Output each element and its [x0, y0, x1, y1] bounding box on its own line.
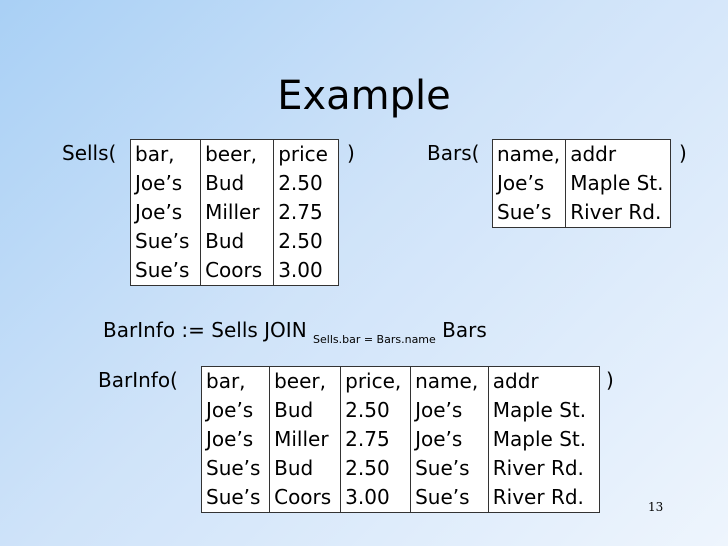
sells-cell: Bud: [200, 169, 275, 198]
barinfo-cell: River Rd.: [492, 456, 584, 480]
barinfo-cell: 3.00: [340, 483, 412, 513]
barinfo-cell: 2.75: [340, 425, 412, 454]
barinfo-cell: Coors: [269, 483, 342, 513]
bars-cell: River Rd.: [570, 200, 662, 224]
sells-header-row: bar,beer,price: [130, 139, 339, 169]
barinfo-cell: Sue’s: [410, 454, 489, 483]
join-formula: BarInfo := Sells JOIN Sells.bar = Bars.n…: [103, 315, 487, 349]
barinfo-header-cell: price,: [340, 366, 412, 396]
barinfo-cell: Miller: [269, 425, 342, 454]
sells-cell: 2.50: [278, 229, 323, 253]
barinfo-header-row: bar,beer,price,name,addr: [201, 366, 600, 396]
sells-cell: Sue’s: [130, 227, 202, 256]
bars-header-row: name,addr: [492, 139, 671, 169]
bars-header-cell: name,: [492, 139, 567, 169]
sells-cell: 2.50: [278, 171, 323, 195]
barinfo-cell: Bud: [269, 396, 342, 425]
bars-cell: Maple St.: [570, 171, 664, 195]
barinfo-open-label: BarInfo(: [98, 368, 178, 392]
barinfo-header-cell: bar,: [201, 366, 271, 396]
barinfo-cell: Maple St.: [492, 398, 587, 422]
barinfo-cell: 2.50: [340, 396, 412, 425]
sells-cell: Sue’s: [130, 256, 202, 286]
barinfo-cell: Bud: [269, 454, 342, 483]
sells-open-label: Sells(: [62, 141, 117, 165]
sells-header-cell: bar,: [130, 139, 202, 169]
formula-subscript: Sells.bar = Bars.name: [313, 333, 436, 346]
bars-header-cell: addr: [570, 142, 617, 166]
page-number: 13: [648, 500, 664, 514]
barinfo-cell: Joe’s: [410, 425, 489, 454]
bars-close-paren: ): [679, 141, 687, 165]
sells-cell: Joe’s: [130, 198, 202, 227]
sells-cell: 3.00: [278, 258, 323, 282]
barinfo-header-cell: beer,: [269, 366, 342, 396]
sells-header-cell: beer,: [200, 139, 275, 169]
sells-cell: Coors: [200, 256, 275, 286]
sells-header-cell: price: [278, 142, 328, 166]
barinfo-close-paren: ): [606, 368, 614, 392]
sells-cell: Joe’s: [130, 169, 202, 198]
bars-open-label: Bars(: [427, 141, 480, 165]
sells-cell: Bud: [200, 227, 275, 256]
barinfo-cell: River Rd.: [492, 485, 584, 509]
formula-suffix: Bars: [442, 318, 487, 342]
sells-cell: Miller: [200, 198, 275, 227]
barinfo-cell: Sue’s: [410, 483, 489, 513]
barinfo-header-cell: name,: [410, 366, 489, 396]
barinfo-cell: Sue’s: [201, 483, 271, 513]
bars-cell: Joe’s: [492, 169, 567, 198]
barinfo-cell: Joe’s: [201, 396, 271, 425]
barinfo-cell: Joe’s: [410, 396, 489, 425]
barinfo-header-cell: addr: [492, 369, 539, 393]
formula-prefix: BarInfo := Sells JOIN: [103, 318, 307, 342]
sells-close-paren: ): [347, 141, 355, 165]
sells-cell: 2.75: [278, 200, 323, 224]
slide-title: Example: [277, 73, 451, 119]
barinfo-cell: 2.50: [340, 454, 412, 483]
bars-cell: Sue’s: [492, 198, 567, 228]
barinfo-cell: Joe’s: [201, 425, 271, 454]
barinfo-cell: Maple St.: [492, 427, 587, 451]
barinfo-cell: Sue’s: [201, 454, 271, 483]
